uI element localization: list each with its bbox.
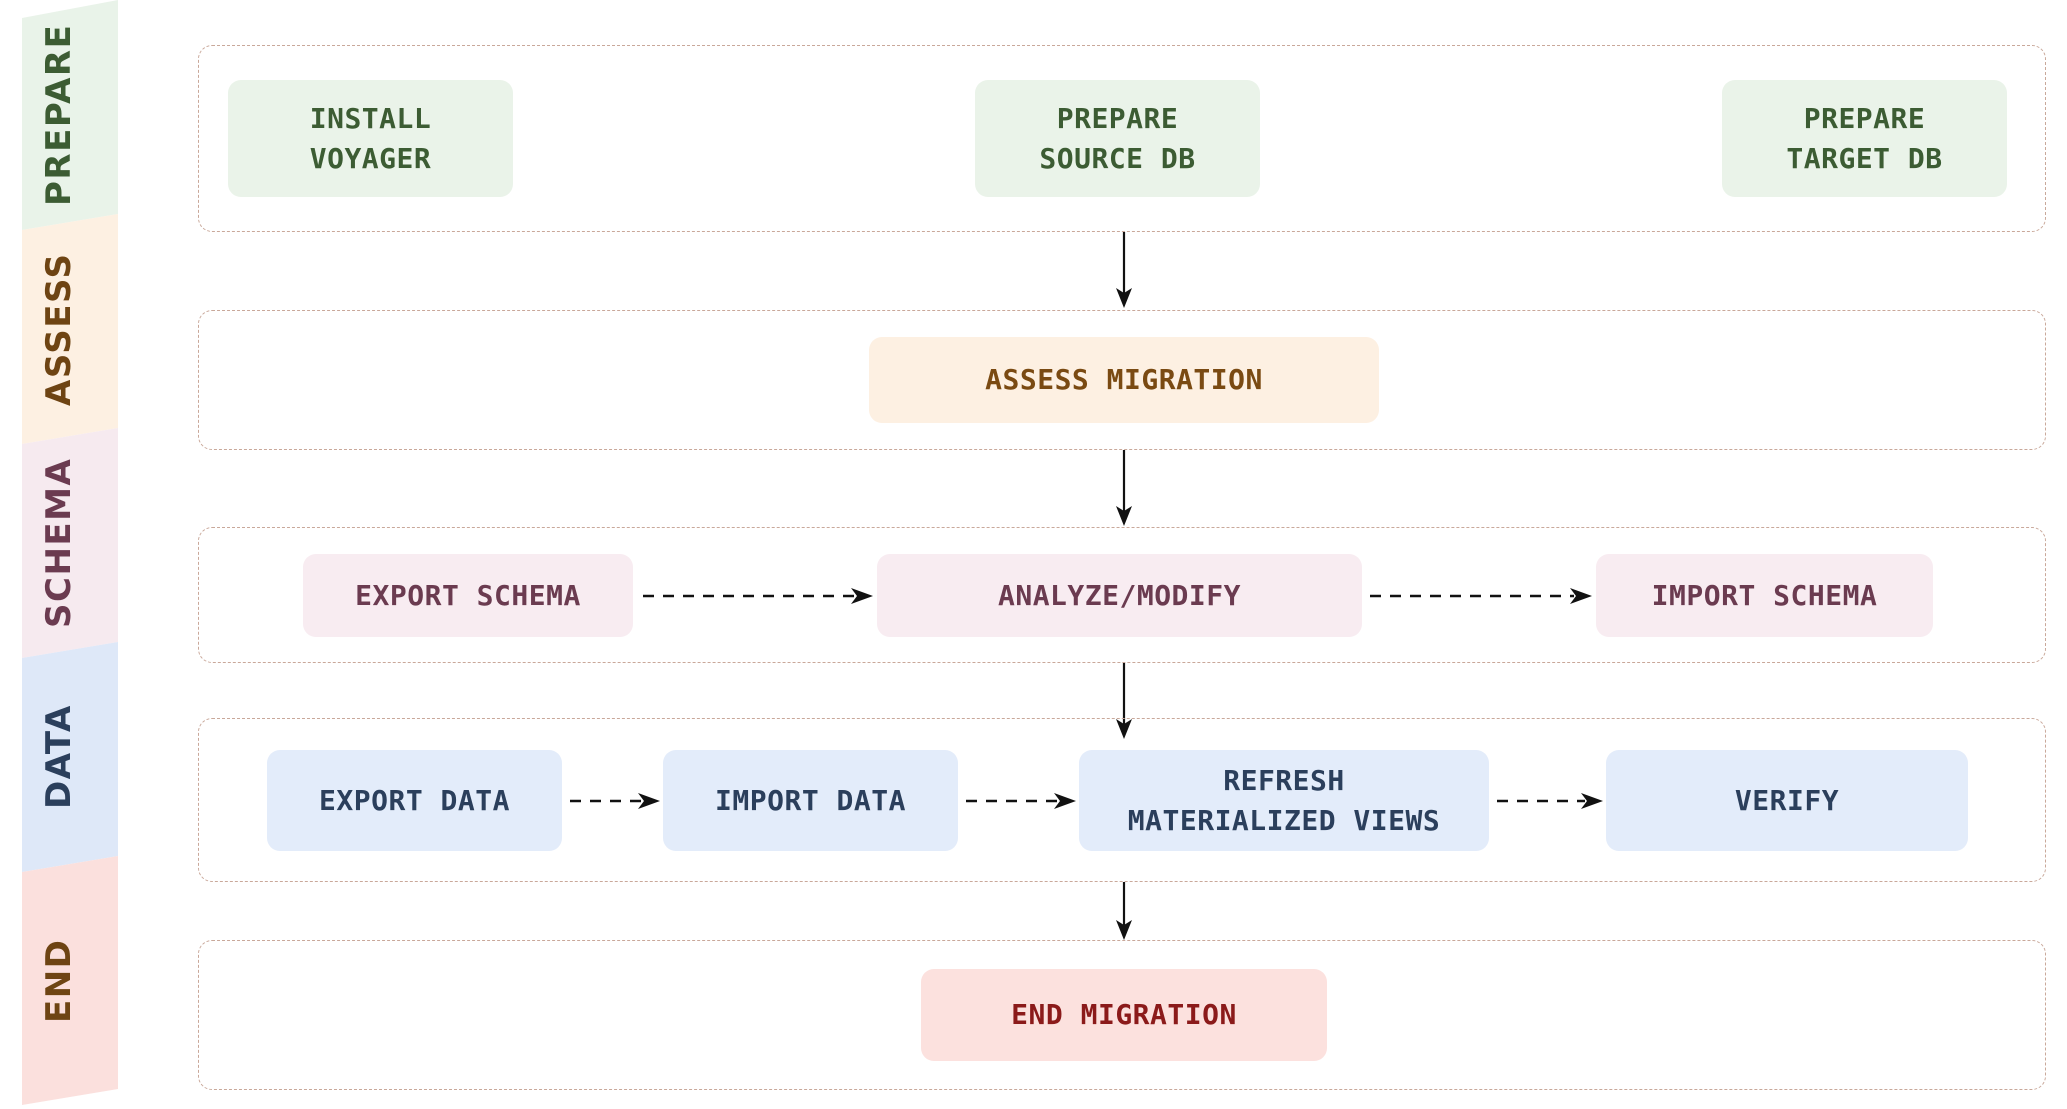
stage-band-assess[interactable]: ASSESS bbox=[0, 214, 118, 444]
prepare-band-shape bbox=[0, 0, 118, 230]
connector-prepare-to-assess bbox=[1104, 232, 1144, 310]
schema-band-shape bbox=[0, 428, 118, 658]
stage-label-schema: SCHEMA bbox=[39, 457, 79, 629]
stage-row-end bbox=[198, 940, 2046, 1090]
connector-assess-to-schema bbox=[1104, 450, 1144, 528]
stage-band-end[interactable]: END bbox=[0, 856, 118, 1105]
step-end-migration[interactable]: END MIGRATION bbox=[921, 969, 1327, 1061]
step-assess-migration[interactable]: ASSESS MIGRATION bbox=[869, 337, 1379, 423]
stage-band-prepare[interactable]: PREPARE bbox=[0, 0, 118, 230]
step-export-data[interactable]: EXPORT DATA bbox=[267, 750, 562, 851]
stage-label-assess: ASSESS bbox=[39, 252, 79, 406]
stage-row-assess bbox=[198, 310, 2046, 450]
stage-row-data bbox=[198, 718, 2046, 882]
step-install-voyager[interactable]: INSTALL VOYAGER bbox=[228, 80, 513, 197]
assess-band-shape bbox=[0, 214, 118, 444]
step-verify[interactable]: VERIFY bbox=[1606, 750, 1968, 851]
stage-band-schema[interactable]: SCHEMA bbox=[0, 428, 118, 658]
stage-label-prepare: PREPARE bbox=[39, 23, 79, 207]
step-refresh-materialized-views[interactable]: REFRESH MATERIALIZED VIEWS bbox=[1079, 750, 1489, 851]
stage-band-data[interactable]: DATA bbox=[0, 642, 118, 872]
stage-rail: PREPARE ASSESS SCHEMA bbox=[0, 0, 118, 1105]
data-band-shape bbox=[0, 642, 118, 872]
stage-row-schema bbox=[198, 527, 2046, 663]
step-prepare-target-db[interactable]: PREPARE TARGET DB bbox=[1722, 80, 2007, 197]
end-band-shape bbox=[0, 856, 118, 1105]
connector-data-to-end bbox=[1104, 882, 1144, 942]
stage-label-end: END bbox=[39, 938, 79, 1023]
step-prepare-source-db[interactable]: PREPARE SOURCE DB bbox=[975, 80, 1260, 197]
stage-row-prepare bbox=[198, 45, 2046, 232]
step-import-data[interactable]: IMPORT DATA bbox=[663, 750, 958, 851]
step-export-schema[interactable]: EXPORT SCHEMA bbox=[303, 554, 633, 637]
stage-label-data: DATA bbox=[39, 704, 79, 810]
step-import-schema[interactable]: IMPORT SCHEMA bbox=[1596, 554, 1933, 637]
step-analyze-modify[interactable]: ANALYZE/MODIFY bbox=[877, 554, 1362, 637]
